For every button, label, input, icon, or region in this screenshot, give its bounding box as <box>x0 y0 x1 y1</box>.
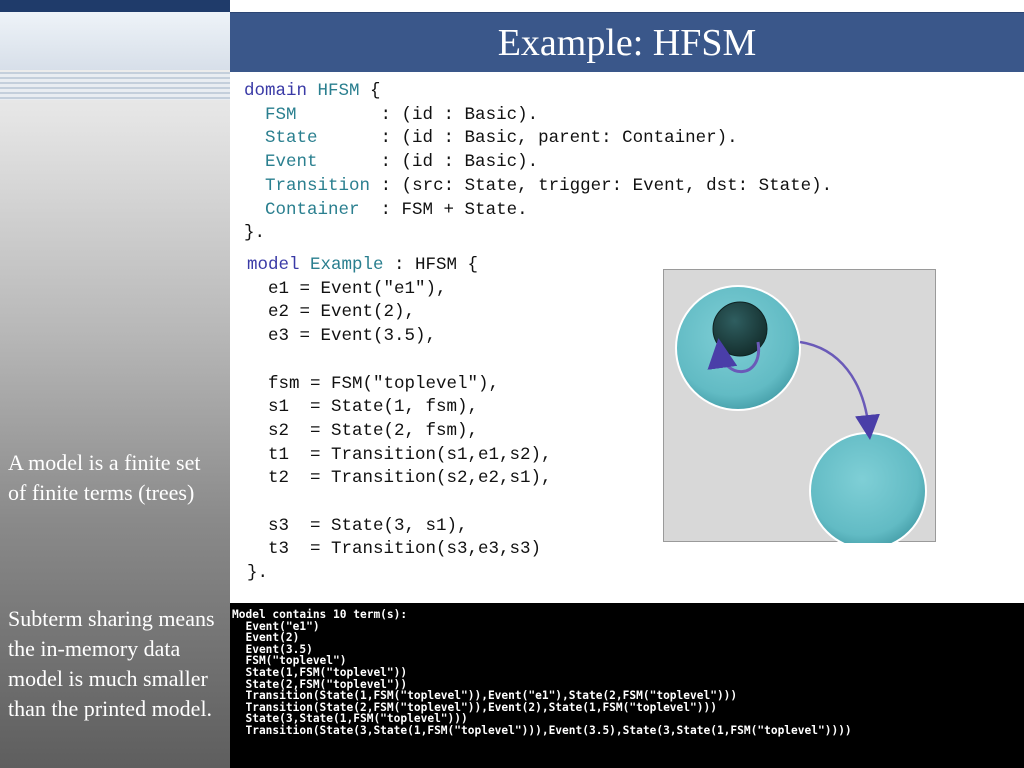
model-keyword: model <box>247 255 300 275</box>
console-line: Transition(State(3,State(1,FSM("toplevel… <box>232 724 852 737</box>
side-note-finite-terms: A model is a finite set of finite terms … <box>8 450 201 505</box>
model-name: Example <box>310 255 384 275</box>
console-line: State(3,State(1,FSM("toplevel"))) <box>232 712 468 726</box>
domain-row: Event : (id : Basic). <box>244 152 538 172</box>
domain-keyword: domain <box>244 81 308 101</box>
model-line: e2 = Event(2), <box>247 302 416 323</box>
left-sidebar: A model is a finite set of finite terms … <box>0 0 230 768</box>
domain-type-name: Event <box>265 152 318 173</box>
console-line: Event("e1") <box>232 619 320 633</box>
domain-type-name: FSM <box>265 104 297 125</box>
domain-type-def: : (id : Basic). <box>380 152 539 173</box>
console-line: Model contains 10 term(s): <box>232 608 408 621</box>
model-lines: e1 = Event("e1"), e2 = Event(2), e3 = Ev… <box>247 279 552 583</box>
domain-row: Container : FSM + State. <box>244 200 528 220</box>
model-line: t2 = Transition(s2,e2,s1), <box>247 468 552 489</box>
slide-title: Example: HFSM <box>497 22 757 64</box>
domain-row: FSM : (id : Basic). <box>244 105 538 125</box>
domain-type-def: : (id : Basic, parent: Container). <box>380 128 738 149</box>
domain-close: }. <box>244 223 266 244</box>
console-line: State(1,FSM("toplevel")) <box>232 666 408 679</box>
domain-rows: FSM : (id : Basic). State : (id : Basic,… <box>244 105 832 220</box>
console-line: Event(3.5) <box>232 642 313 656</box>
domain-name: HFSM <box>317 81 360 101</box>
sidebar-stripes <box>0 72 230 100</box>
domain-type-pad <box>360 200 381 220</box>
side-note-subterm-sharing: Subterm sharing means the in-memory data… <box>8 606 215 721</box>
sidebar-band <box>0 12 230 70</box>
domain-type-pad <box>318 128 381 148</box>
model-code-block: model Example : HFSM { e1 = Event("e1"),… <box>247 254 552 586</box>
model-header-rest: : HFSM { <box>383 255 479 275</box>
model-line: t3 = Transition(s3,e3,s3) <box>247 539 542 560</box>
model-line: }. <box>247 563 269 584</box>
model-line: s2 = State(2, fsm), <box>247 420 479 441</box>
console-line: FSM("toplevel") <box>232 654 347 668</box>
top-strip <box>230 0 1024 12</box>
domain-type-def: : (src: State, trigger: Event, dst: Stat… <box>380 175 833 196</box>
domain-type-name: Container <box>265 199 360 220</box>
model-line: s3 = State(3, s1), <box>247 515 468 536</box>
domain-open-brace: { <box>359 81 381 101</box>
transition-t1-arrow <box>799 340 880 440</box>
model-line: e1 = Event("e1"), <box>247 278 447 299</box>
model-line: fsm = FSM("toplevel"), <box>247 373 500 394</box>
domain-type-pad <box>318 152 381 172</box>
transition-t3-self-loop <box>707 338 761 374</box>
domain-type-pad <box>297 105 381 125</box>
sidebar-top-bar <box>0 0 230 12</box>
console-line: State(2,FSM("toplevel")) <box>232 677 408 691</box>
domain-type-pad <box>370 176 381 196</box>
title-bar: Example: HFSM <box>230 12 1024 72</box>
domain-type-name: State <box>265 128 318 149</box>
console-output: Model contains 10 term(s): Event("e1") E… <box>230 603 1024 768</box>
domain-row: Transition : (src: State, trigger: Event… <box>244 176 832 196</box>
domain-row: State : (id : Basic, parent: Container). <box>244 128 738 148</box>
console-line: Transition(State(2,FSM("toplevel")),Even… <box>232 700 717 714</box>
console-line: Event(2) <box>232 631 300 645</box>
model-line: e3 = Event(3.5), <box>247 326 437 347</box>
state-s2 <box>809 432 927 543</box>
hfsm-diagram-svg <box>675 285 927 543</box>
model-line: s1 = State(1, fsm), <box>247 397 479 418</box>
console-line: Transition(State(1,FSM("toplevel")),Even… <box>232 689 738 703</box>
model-line: t1 = Transition(s1,e1,s2), <box>247 444 552 465</box>
domain-type-name: Transition <box>265 175 371 196</box>
hfsm-diagram <box>663 269 936 543</box>
domain-code-block: domain HFSM { FSM : (id : Basic). State … <box>244 80 832 246</box>
domain-type-def: : FSM + State. <box>380 199 528 220</box>
domain-type-def: : (id : Basic). <box>380 104 539 125</box>
